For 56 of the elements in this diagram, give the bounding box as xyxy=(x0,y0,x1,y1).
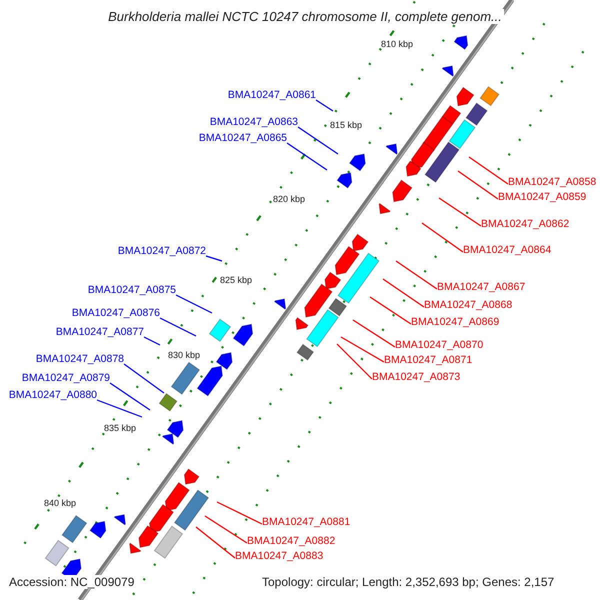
gene-label: BMA10247_A0869 xyxy=(411,316,500,329)
gene-label: BMA10247_A0883 xyxy=(235,550,324,563)
gene-label: BMA10247_A0882 xyxy=(247,535,336,548)
gene-label: BMA10247_A0871 xyxy=(384,354,472,367)
leader-line xyxy=(316,100,334,112)
leader-line xyxy=(458,170,498,200)
gene-label: BMA10247_A0868 xyxy=(424,299,512,312)
gene-label: BMA10247_A0870 xyxy=(395,339,484,352)
scale-label: 820 kbp xyxy=(273,194,306,205)
scale-label: 835 kbp xyxy=(104,423,136,434)
leader-line xyxy=(422,222,464,252)
leader-line xyxy=(468,156,508,184)
gene-label: BMA10247_A0867 xyxy=(437,281,526,294)
gene-label: BMA10247_A0858 xyxy=(508,176,596,189)
leader-line xyxy=(352,320,396,348)
gene-label: BMA10247_A0859 xyxy=(498,191,586,204)
gene-label: BMA10247_A0865 xyxy=(198,132,287,145)
gene-label: BMA10247_A0880 xyxy=(8,389,97,402)
leader-line xyxy=(396,260,438,290)
gene-label: BMA10247_A0879 xyxy=(22,372,110,385)
scale-label: 810 kbp xyxy=(381,39,414,50)
leader-line xyxy=(336,344,372,380)
leader-line xyxy=(110,382,150,410)
gene-label: BMA10247_A0875 xyxy=(88,284,176,297)
scale-label: 825 kbp xyxy=(220,275,252,286)
footer-text: Accession: NC_009079 xyxy=(9,575,134,589)
leader-line xyxy=(124,364,164,394)
gene-label: BMA10247_A0878 xyxy=(36,353,124,366)
leader-line xyxy=(216,501,262,525)
leader-line xyxy=(196,526,236,558)
leader-line xyxy=(438,198,482,226)
gene-label: BMA10247_A0872 xyxy=(118,245,206,258)
leader-line xyxy=(206,255,222,262)
map-title: Burkholderia mallei NCTC 10247 chromosome II, complete genom... xyxy=(106,9,504,24)
leader-line xyxy=(298,126,338,154)
leader-line xyxy=(144,336,160,346)
leader-line xyxy=(204,516,248,544)
leader-line xyxy=(160,317,196,337)
gene-label: BMA10247_A0881 xyxy=(262,516,350,529)
gene-label: BMA10247_A0863 xyxy=(210,116,298,129)
gene-label: BMA10247_A0876 xyxy=(72,307,160,320)
gene-label: BMA10247_A0873 xyxy=(372,371,460,384)
leader-line xyxy=(382,278,424,308)
leader-line xyxy=(176,294,212,314)
gene-label: BMA10247_A0862 xyxy=(481,218,570,231)
leader-line xyxy=(286,142,328,170)
scale-label: 815 kbp xyxy=(330,120,362,131)
gene-label: BMA10247_A0864 xyxy=(463,244,552,257)
leader-line xyxy=(340,336,384,363)
gene-label: BMA10247_A0877 xyxy=(56,326,144,339)
scale-label: 830 kbp xyxy=(168,350,200,361)
leader-line xyxy=(370,296,412,324)
leader-line xyxy=(96,399,142,418)
scale-label: 840 kbp xyxy=(44,498,76,509)
footer-text: Topology: circular; Length: 2,352,693 bp; Genes: 2,157 xyxy=(262,575,554,589)
gene-label: BMA10247_A0861 xyxy=(228,89,316,102)
